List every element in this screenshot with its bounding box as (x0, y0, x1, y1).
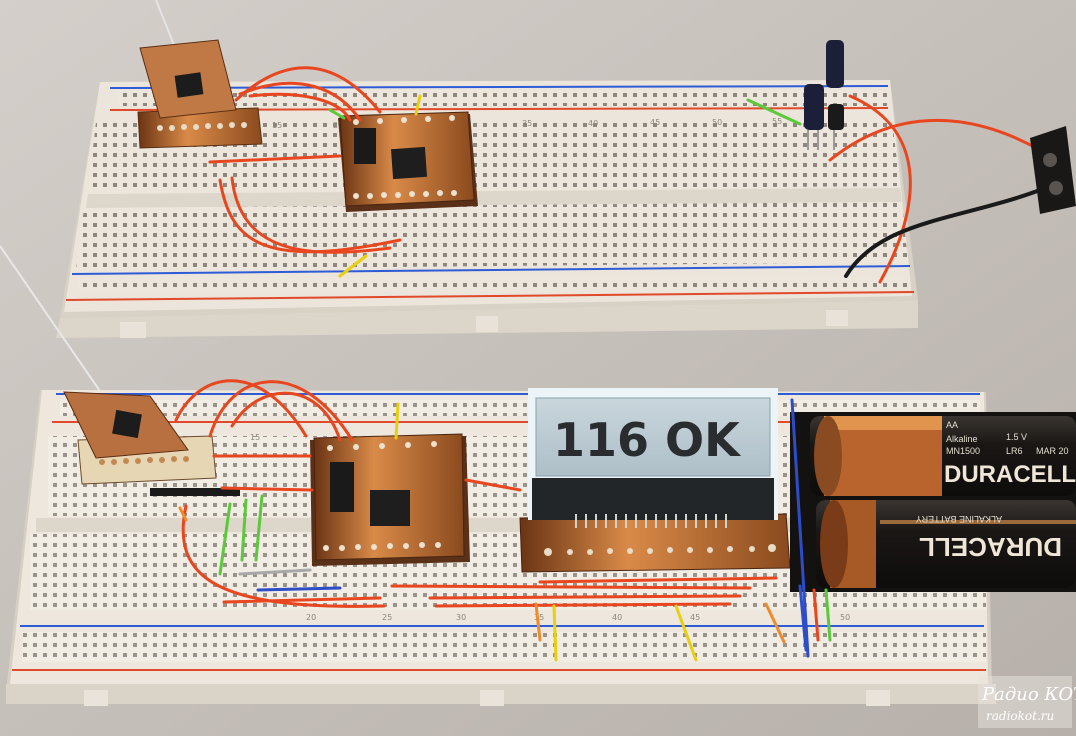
bottom-radio-module (63, 391, 240, 496)
col-number: 45 (650, 118, 660, 127)
col-number: 50 (840, 613, 850, 622)
battery-type-label: Alkaline (946, 434, 978, 444)
lcd-module (519, 388, 791, 573)
col-number: 35 (534, 613, 544, 622)
battery-pack (790, 412, 1076, 592)
watermark-title: Радио КОТ (981, 684, 1076, 705)
bottom-antenna (0, 245, 103, 395)
col-number: 55 (772, 117, 782, 126)
battery-date-label: MAR 20 (1036, 446, 1069, 456)
col-number: 30 (456, 613, 466, 622)
battery-brand-top: DURACELL (944, 461, 1076, 488)
power-connector (1030, 126, 1076, 214)
col-number: 40 (588, 119, 598, 128)
lcd-display-text: 116 OK (553, 413, 742, 467)
battery-iec-label: LR6 (1006, 446, 1023, 456)
bottom-wires (174, 379, 832, 662)
battery-label-bottom: ALKALINE BATTERY (916, 514, 1002, 524)
col-number: 50 (712, 118, 722, 127)
battery-brand-bottom: DURACELL (919, 532, 1062, 562)
col-number: 25 (382, 613, 392, 622)
watermark-logo: Радио КОТ radiokot.ru (978, 676, 1076, 728)
col-number: 15 (272, 121, 282, 130)
battery-model-label: MN1500 (946, 446, 980, 456)
col-number: 20 (333, 121, 343, 130)
col-number: 45 (690, 613, 700, 622)
bottom-mcu-board (310, 433, 470, 566)
col-number: 15 (250, 433, 260, 442)
col-number: 40 (612, 613, 622, 622)
battery-voltage-label: 1.5 V (1006, 432, 1027, 442)
top-radio-module (137, 0, 263, 149)
bottom-board-column-numbers: 15 20 25 30 35 40 45 50 (250, 433, 850, 622)
battery-size-label: AA (946, 420, 958, 430)
top-wires (208, 66, 1042, 284)
watermark-url: radiokot.ru (986, 709, 1054, 723)
top-breadboard (56, 80, 918, 338)
top-mcu-board (338, 111, 478, 212)
col-number: 35 (522, 119, 532, 128)
top-capacitors (804, 40, 844, 150)
col-number: 20 (306, 613, 316, 622)
